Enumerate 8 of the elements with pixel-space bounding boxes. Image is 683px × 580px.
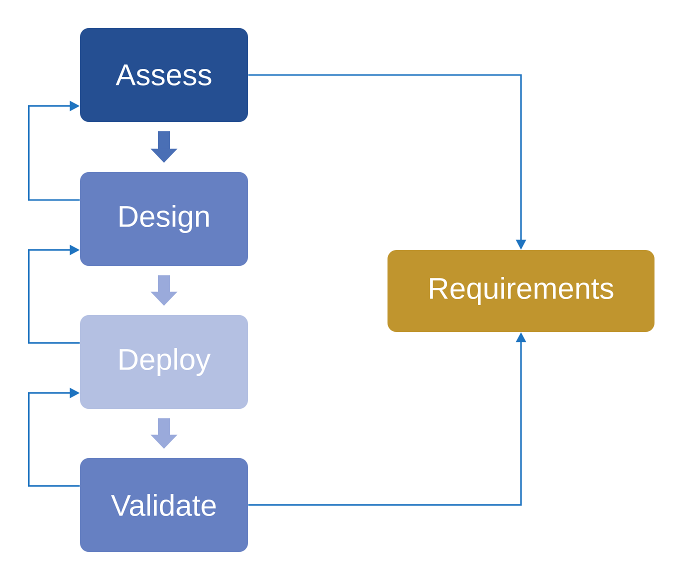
process-box: Assess: [80, 28, 248, 122]
process-box: Deploy: [80, 314, 248, 409]
output-box: Requirements: [388, 250, 654, 332]
arrow: [28, 388, 80, 487]
arrow: [28, 244, 80, 344]
process-box: Design: [80, 172, 248, 266]
process-box: Validate: [80, 458, 248, 552]
arrow: [28, 100, 80, 201]
